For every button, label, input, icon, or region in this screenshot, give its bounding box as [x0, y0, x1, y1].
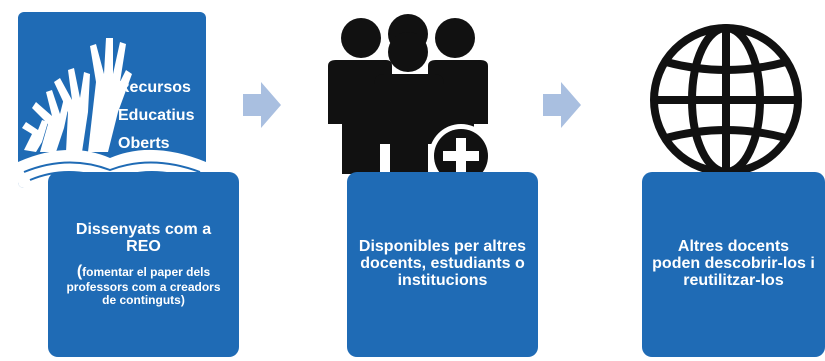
- arrow-right-icon: [543, 82, 581, 128]
- step-2-box: Disponibles per altres docents, estudian…: [347, 172, 538, 357]
- logo-line-3: Oberts: [118, 135, 170, 152]
- step-1-title: Dissenyats com a REO: [75, 220, 212, 255]
- globe-icon: [650, 24, 802, 176]
- logo-line-1: Recursos: [118, 79, 191, 96]
- step-1-note: (fomentar el paper dels professors com a…: [58, 263, 229, 307]
- arrow-right-icon: [243, 82, 281, 128]
- step-1-box: Dissenyats com a REO (fomentar el paper …: [48, 172, 239, 357]
- step-1-note-text: fomentar el paper dels professors com a …: [66, 265, 221, 308]
- step-3-box: Altres docents poden descobrir-los i reu…: [642, 172, 825, 357]
- step-2-title: Disponibles per altres docents, estudian…: [358, 238, 527, 289]
- oer-logo: Recursos Educatius Oberts: [18, 12, 206, 188]
- hands-book-icon: [18, 38, 206, 188]
- step-3-title: Altres docents poden descobrir-los i reu…: [652, 238, 815, 289]
- logo-line-2: Educatius: [118, 107, 195, 124]
- step-1-note-paren: (: [76, 263, 83, 281]
- people-plus-icon: [328, 14, 493, 188]
